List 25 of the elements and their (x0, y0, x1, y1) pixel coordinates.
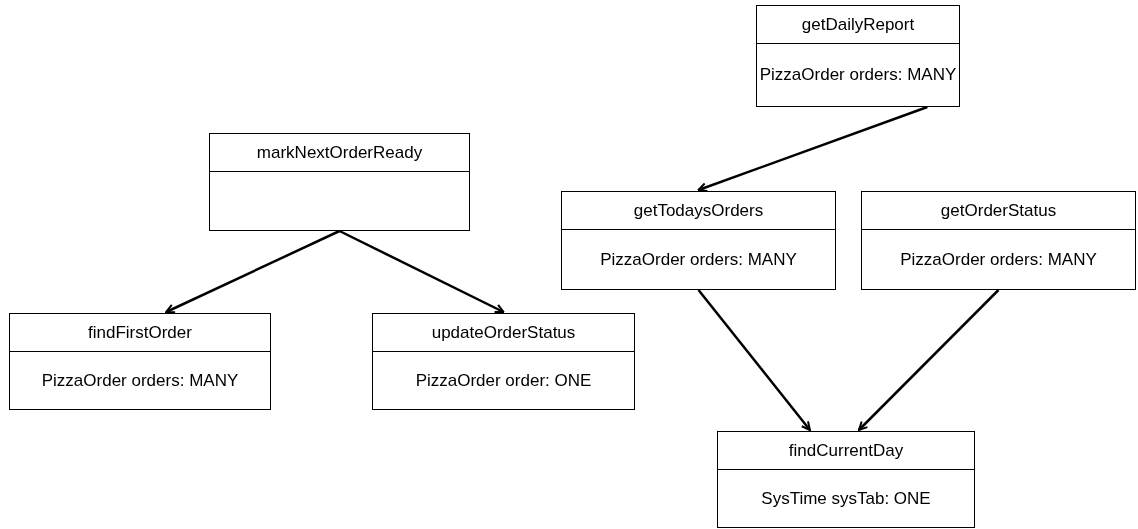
arrow (697, 289, 811, 431)
class-name: getTodaysOrders (633, 199, 764, 222)
attribute-text: PizzaOrder orders: MANY (41, 369, 239, 392)
class-box (209, 133, 470, 231)
class-box (756, 5, 960, 107)
arrow (857, 289, 1000, 431)
arrow (165, 229, 341, 314)
class-box (372, 313, 635, 410)
attribute-text: PizzaOrder orders: MANY (900, 248, 1097, 271)
class-name: updateOrderStatus (431, 321, 576, 344)
class-box (561, 191, 836, 290)
class-box (9, 313, 271, 410)
attribute-text: PizzaOrder orders: MANY (759, 64, 957, 87)
class-name: findCurrentDay (788, 439, 904, 462)
attribute-text: PizzaOrder orders: MANY (600, 248, 797, 271)
attribute-text: SysTime sysTab: ONE (761, 487, 931, 510)
class-box (861, 191, 1136, 290)
class-box (717, 431, 975, 528)
class-name: getDailyReport (801, 13, 915, 36)
class-name: markNextOrderReady (256, 141, 423, 164)
arrow (338, 229, 505, 314)
class-name: getOrderStatus (940, 199, 1057, 222)
attribute-text: PizzaOrder order: ONE (415, 369, 592, 392)
arrow (697, 105, 928, 193)
class-name: findFirstOrder (88, 321, 192, 344)
